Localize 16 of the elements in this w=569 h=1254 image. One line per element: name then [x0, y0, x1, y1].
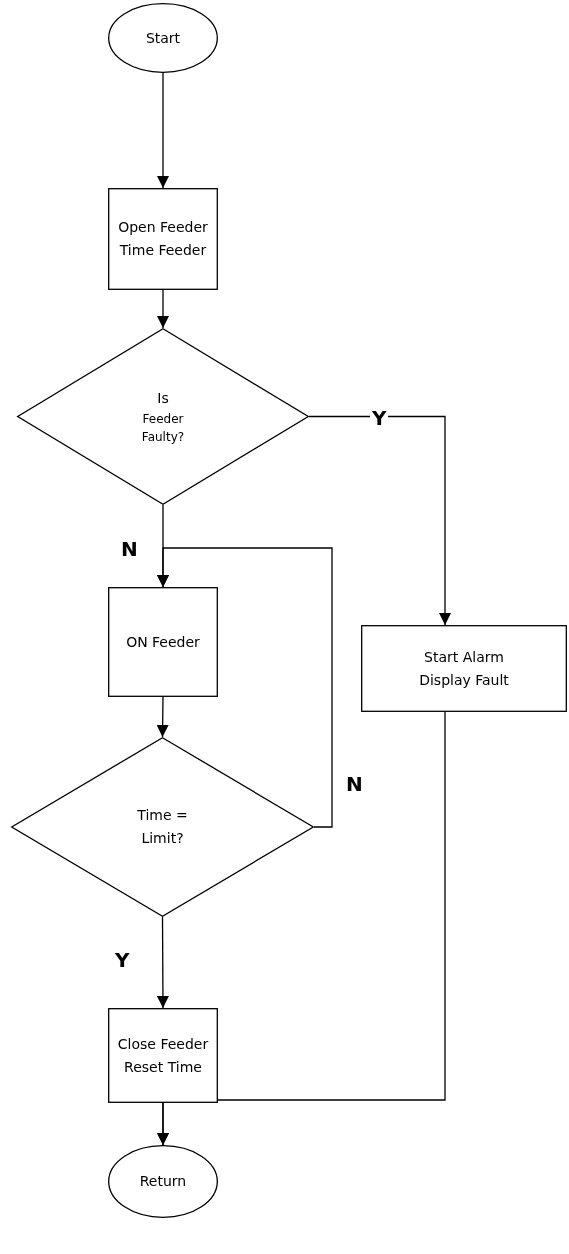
node-label: Close Feeder Reset Time — [116, 1034, 210, 1077]
arrow — [157, 289, 169, 329]
node-label: Open Feeder Time Feeder — [117, 218, 209, 260]
arrow — [157, 547, 333, 828]
node-label: Start — [145, 28, 181, 48]
node-label: Time = Limit? — [136, 806, 189, 848]
node-label: Return — [139, 1172, 187, 1191]
arrow — [157, 72, 169, 189]
arrow — [308, 415, 451, 626]
node-label: Feeder Faulty? — [140, 411, 186, 446]
arrow — [156, 916, 169, 1009]
node-label: ON Feeder — [126, 632, 200, 652]
node-label: Is — [157, 389, 169, 408]
arrow — [156, 696, 169, 738]
node-label: Start Alarm Display Fault — [418, 647, 510, 690]
arrow — [157, 711, 446, 1146]
